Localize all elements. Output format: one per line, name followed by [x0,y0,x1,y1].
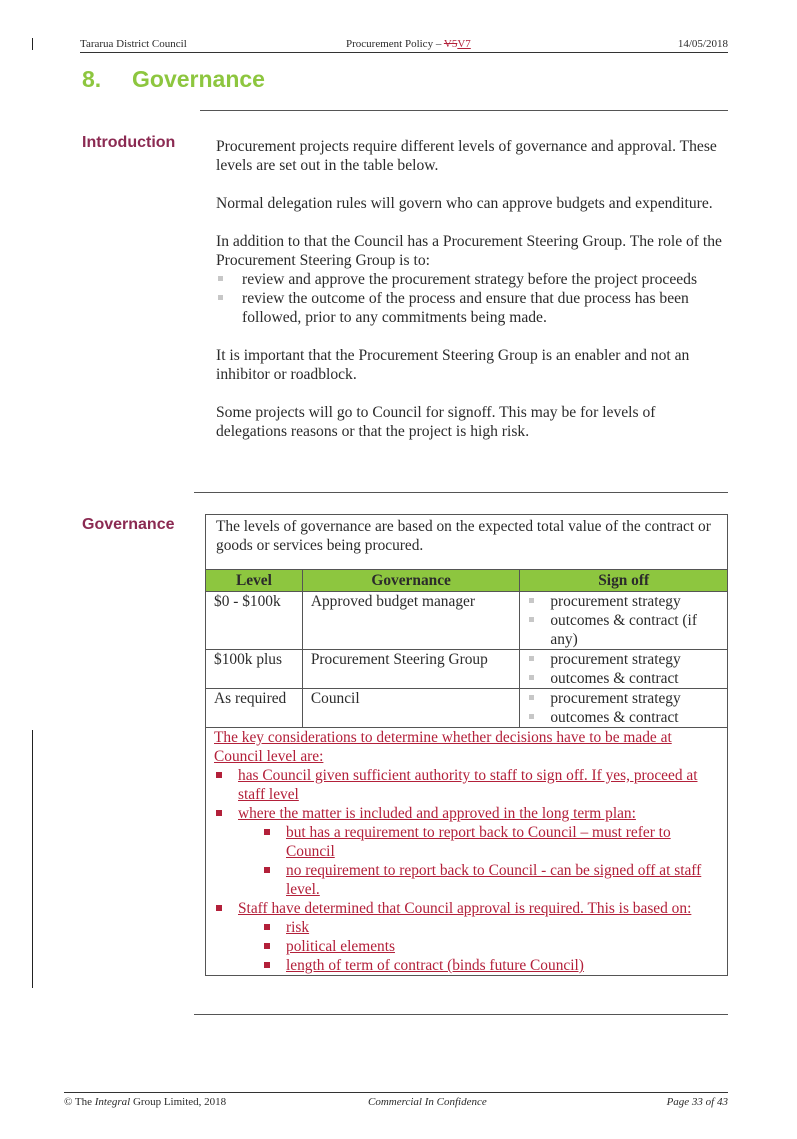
list-item: procurement strategy [528,650,719,669]
col-header-level: Level [205,569,303,592]
list-item: where the matter is included and approve… [214,804,719,899]
bullet-square-icon [264,962,270,968]
introduction-body: Procurement projects require different l… [216,137,728,460]
bullet-square-icon [529,675,535,680]
section-number: 8. [82,66,102,92]
bullet-square-icon [218,295,223,300]
cell-level: $0 - $100k [205,591,303,650]
intro-paragraph-2: Normal delegation rules will govern who … [216,195,713,212]
change-bar-table [32,730,33,988]
cell-signoff: procurement strategy outcomes & contract [519,649,728,689]
table-header-row: Level Governance Sign off [205,569,728,592]
bullet-square-icon [529,714,535,719]
intro-paragraph-5: Some projects will go to Council for sig… [216,404,656,440]
bullet-square-icon [529,598,535,603]
list-item: risk [262,918,719,937]
key-considerations-cell: The key considerations to determine whet… [205,727,728,976]
footer-copyright: © The Integral Group Limited, 2018 [64,1096,227,1108]
governance-intro-cell: The levels of governance are based on th… [205,514,728,570]
intro-paragraph-3: In addition to that the Council has a Pr… [216,233,722,269]
list-item: outcomes & contract [528,669,719,688]
governance-label: Governance [82,516,175,533]
cell-level: As required [205,688,303,728]
change-bar-top [32,38,33,50]
key-sublist-ltp: but has a requirement to report back to … [238,823,719,899]
governance-rule [194,1014,728,1015]
cell-level: $100k plus [205,649,303,689]
bullet-square-icon [216,905,222,911]
bullet-square-icon [264,829,270,835]
page-footer: © The Integral Group Limited, 2018 Comme… [64,1092,728,1108]
table-row: $0 - $100k Approved budget manager procu… [205,591,728,650]
key-considerations-list: has Council given sufficient authority t… [214,766,719,975]
key-considerations-lead: The key considerations to determine whet… [214,729,672,765]
bullet-square-icon [529,617,535,622]
list-item: length of term of contract (binds future… [262,956,719,975]
section-title: Governance [132,66,265,92]
section-heading: 8. Governance [82,66,265,93]
introduction-label: Introduction [82,134,176,151]
col-header-signoff: Sign off [519,569,728,592]
intro-bullet-list: review and approve the procurement strat… [216,270,728,327]
key-sublist-basis: risk political elements length of term o… [238,918,719,975]
list-item: review the outcome of the process and en… [216,289,728,327]
intro-paragraph-4: It is important that the Procurement Ste… [216,347,690,383]
header-org: Tararua District Council [80,38,187,50]
header-version-deleted: V5 [443,38,458,50]
cell-signoff: procurement strategy outcomes & contract [519,688,728,728]
list-item: but has a requirement to report back to … [262,823,719,861]
intro-paragraph-1: Procurement projects require different l… [216,138,717,174]
bullet-square-icon [216,772,222,778]
list-item: procurement strategy [528,592,719,611]
page-header: Tararua District Council Procurement Pol… [80,38,728,53]
cell-governance: Procurement Steering Group [301,649,521,689]
list-item: outcomes & contract [528,708,719,727]
bullet-square-icon [264,867,270,873]
bullet-square-icon [216,810,222,816]
footer-confidential: Commercial In Confidence [368,1096,487,1108]
table-row: $100k plus Procurement Steering Group pr… [205,649,728,689]
cell-signoff: procurement strategy outcomes & contract… [519,591,728,650]
heading-rule [200,110,728,111]
list-item: review and approve the procurement strat… [216,270,728,289]
cell-governance: Approved budget manager [301,591,521,650]
header-version-inserted: V7 [457,38,471,50]
bullet-square-icon [264,924,270,930]
list-item: outcomes & contract (if any) [528,611,719,649]
list-item: political elements [262,937,719,956]
col-header-governance: Governance [301,569,521,592]
table-row: As required Council procurement strategy… [205,688,728,728]
cell-governance: Council [301,688,521,728]
bullet-square-icon [218,276,223,281]
footer-page-number: Page 33 of 43 [666,1096,728,1108]
intro-rule [194,492,728,493]
list-item: procurement strategy [528,689,719,708]
list-item: Staff have determined that Council appro… [214,899,719,975]
list-item: has Council given sufficient authority t… [214,766,719,804]
bullet-square-icon [529,695,535,700]
list-item: no requirement to report back to Council… [262,861,719,899]
governance-table: The levels of governance are based on th… [205,514,728,976]
bullet-square-icon [264,943,270,949]
bullet-square-icon [529,656,535,661]
header-doc-title: Procurement Policy – V5V7 [346,38,471,50]
header-date: 14/05/2018 [677,38,728,50]
